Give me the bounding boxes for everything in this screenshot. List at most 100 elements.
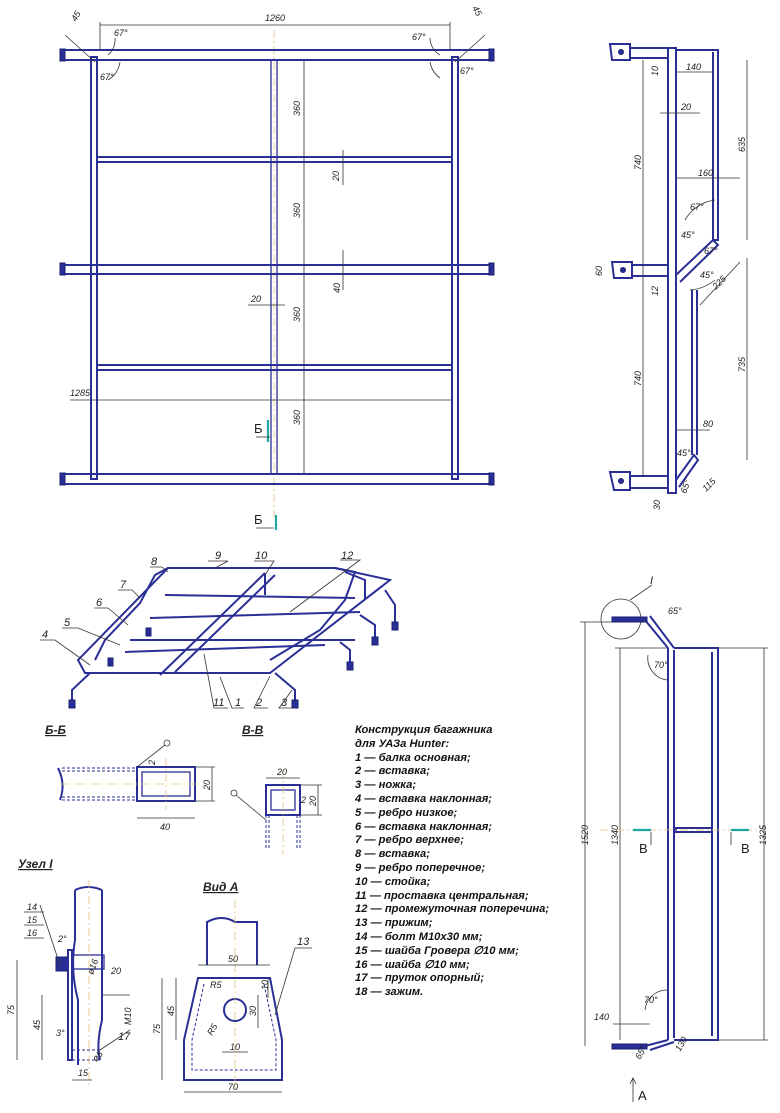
dim-corner: 45	[69, 8, 83, 23]
legend-item: 14 — болт М10x30 мм;	[355, 930, 483, 943]
section-label: B	[741, 841, 750, 856]
dim-label: 740	[633, 155, 643, 170]
dim-label: 75	[152, 1023, 162, 1034]
dim-label: 50	[228, 954, 238, 964]
angle: 67°	[460, 66, 474, 76]
callout: 9	[215, 550, 221, 562]
dim-center-beam: 20	[250, 294, 261, 304]
dim-label: 75	[6, 1004, 16, 1015]
dim-label: 2°	[57, 934, 67, 944]
parts-legend: Конструкция багажника для УАЗа Hunter: 1…	[355, 724, 549, 1000]
dim-label: 20	[110, 966, 121, 976]
callout: 1	[235, 697, 241, 709]
angle: 67°	[100, 72, 114, 82]
dim-spacing: 360	[292, 410, 302, 425]
legend-item: 16 — шайба ∅10 мм;	[355, 958, 470, 971]
legend-title: для УАЗа Hunter:	[355, 737, 450, 750]
view-label: A	[638, 1088, 647, 1103]
section-label: B	[639, 841, 648, 856]
callout: 8	[151, 556, 158, 568]
callout: 13	[297, 936, 310, 948]
dim-label: 2	[300, 795, 306, 805]
dim-center-rib: 40	[332, 283, 342, 293]
node-1-detail: Узел I 14 15 16 2° ø16 20 M10 75 45 3° 1…	[6, 857, 133, 1085]
dim-label: 20	[202, 780, 212, 791]
callout: 17	[118, 1031, 131, 1043]
section-label: Б	[254, 421, 263, 436]
callout: 10	[255, 550, 268, 562]
dim-label: 45°	[700, 270, 714, 280]
section-label: Б	[254, 512, 263, 527]
dim-label: ø16	[85, 958, 100, 976]
dim-label: M10	[123, 1007, 133, 1025]
dim-label: 67°	[690, 202, 704, 212]
dim-label: 1520	[580, 825, 590, 845]
dim-corner: 45	[470, 4, 484, 19]
callout: 16	[27, 928, 37, 938]
dim-rib: 20	[331, 171, 341, 182]
side-view: 10 140 20 740 635 160 67° 45° 67° 60 12 …	[594, 43, 748, 510]
dim-label: 20	[308, 796, 318, 807]
dim-label: 12	[650, 286, 660, 296]
dim-label: 1325	[758, 824, 768, 845]
dim-label: 130	[673, 1035, 689, 1053]
dim-label: 80	[703, 419, 713, 429]
dim-label: 115	[700, 475, 718, 493]
detail-title: Узел I	[18, 857, 53, 871]
dim-label: 15	[78, 1068, 89, 1078]
angle: 67°	[114, 28, 128, 38]
dim-width: 1260	[265, 13, 285, 23]
legend-item: 9 — ребро поперечное;	[355, 861, 486, 874]
angle: 67°	[412, 32, 426, 42]
dim-label: 1340	[610, 825, 620, 845]
legend-item: 6 — вставка наклонная;	[355, 820, 493, 833]
front-view: I 1520 1340 1325 65° 70° 70° 140 65° 130…	[580, 575, 768, 1103]
dim-length: 1285	[70, 388, 91, 398]
rear-beam	[61, 473, 493, 485]
center-beam	[270, 59, 278, 475]
dim-label: 20	[276, 767, 287, 777]
left-rail	[90, 56, 98, 480]
dim-spacing: 360	[292, 203, 302, 218]
callout: 11	[213, 697, 224, 709]
callout: 2	[255, 697, 262, 709]
dim-label: 160	[698, 168, 713, 178]
callout: 4	[42, 629, 48, 641]
callout: 3	[281, 697, 288, 709]
legend-item: 17 — пруток опорный;	[355, 972, 485, 985]
cross-rib	[96, 156, 453, 163]
side-rail	[667, 47, 677, 494]
dim-label: 65°	[678, 478, 692, 495]
legend-item: 11 — проставка центральная;	[355, 889, 529, 902]
dim-label: 20	[680, 102, 691, 112]
dim-label: 2	[147, 760, 157, 766]
dim-label: 45	[166, 1005, 176, 1016]
callout: 7	[120, 579, 127, 591]
dim-label: 70	[228, 1082, 238, 1092]
callout: 5	[64, 617, 71, 629]
mount-clamp-icon	[59, 48, 495, 486]
legend-title: Конструкция багажника	[355, 724, 493, 736]
legend-item: 5 — ребро низкое;	[355, 806, 458, 819]
dim-label: 740	[633, 371, 643, 386]
view-arrow-icon	[629, 1077, 637, 1102]
section-title: В-В	[242, 723, 264, 737]
legend-item: 8 — вставка;	[355, 848, 431, 861]
dim-label: 10	[260, 980, 270, 990]
dim-label: 10	[230, 1042, 240, 1052]
legend-item: 3 — ножка;	[355, 779, 417, 792]
right-rail	[451, 56, 459, 480]
dim-label: 3°	[56, 1028, 65, 1038]
dim-label: 45°	[681, 230, 695, 240]
front-beam	[61, 49, 493, 61]
isometric-view: 8 9 10 12 7 6 5 4 11 1 2 3	[40, 550, 399, 709]
detail-title: Вид А	[203, 880, 238, 894]
dim-label: 70°	[654, 660, 668, 670]
dim-label: 140	[594, 1012, 609, 1022]
legend-item: 1 — балка основная;	[355, 751, 471, 764]
legend-item: 7 — ребро верхнее;	[355, 834, 464, 847]
legend-item: 18 — зажим.	[355, 986, 424, 999]
dim-label: 67°	[704, 246, 718, 256]
